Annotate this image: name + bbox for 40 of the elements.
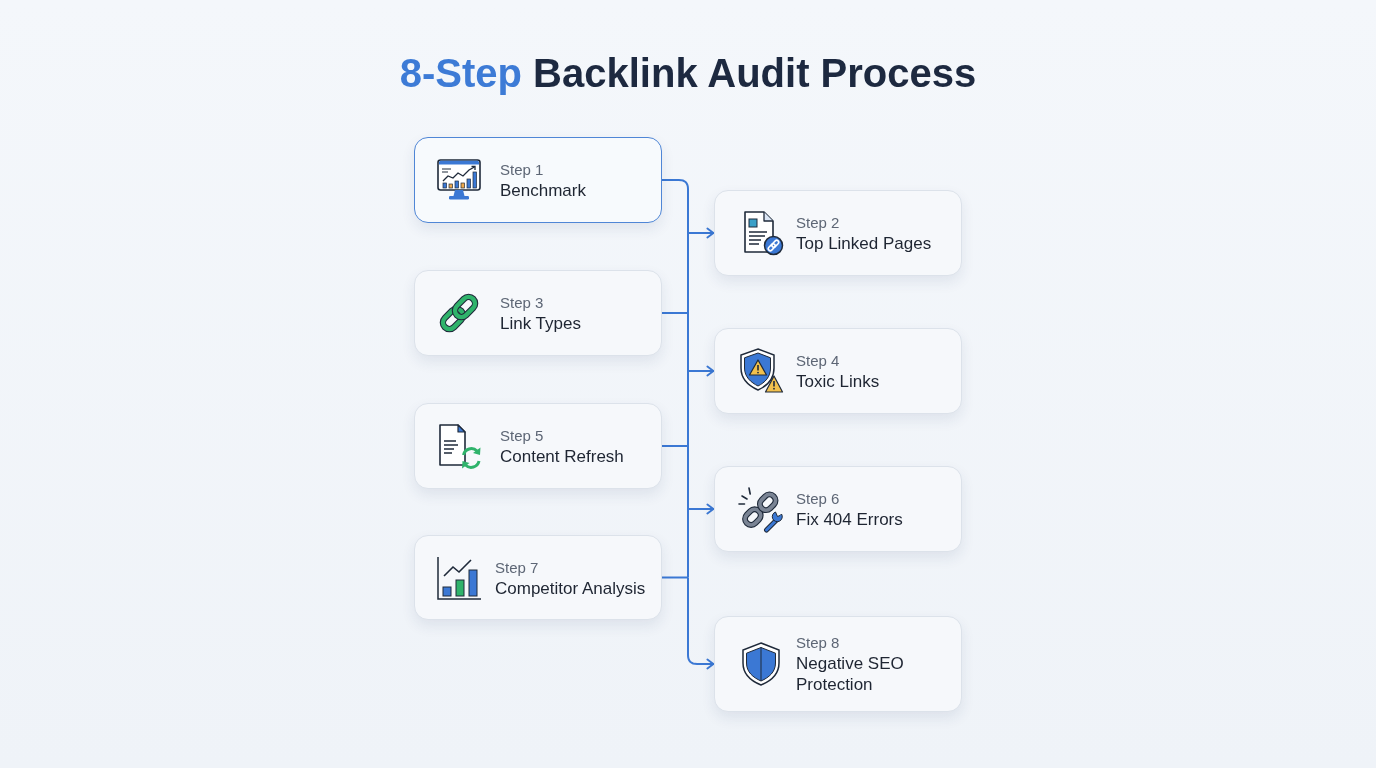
connector-line xyxy=(687,232,689,314)
step-title: Top Linked Pages xyxy=(796,232,932,254)
step-number: Step 5 xyxy=(500,425,544,446)
connector-line xyxy=(687,188,689,234)
connector-arrow xyxy=(687,654,715,670)
step-number: Step 2 xyxy=(796,212,840,233)
step-card xyxy=(414,137,662,223)
step-title: Toxic Links xyxy=(796,370,880,392)
connector-arrow xyxy=(687,227,715,239)
connector-line xyxy=(661,312,689,314)
step-number: Step 8 xyxy=(796,633,840,653)
connector-line xyxy=(687,576,689,656)
step-card xyxy=(714,616,962,712)
step-number: Step 3 xyxy=(500,292,544,313)
step-title: Content Refresh xyxy=(500,445,624,467)
step-title: Link Types xyxy=(500,312,581,334)
step-card xyxy=(414,270,662,356)
step-card xyxy=(414,535,662,620)
step-card xyxy=(714,190,962,276)
connector-line xyxy=(661,179,689,190)
step-title: Negative SEO Protection xyxy=(796,653,905,695)
step-title: Competitor Analysis xyxy=(495,577,646,598)
step-number: Step 6 xyxy=(796,488,840,509)
connector-line xyxy=(661,445,689,447)
connector-line xyxy=(687,508,689,579)
step-number: Step 1 xyxy=(500,159,544,180)
connector-line xyxy=(687,370,689,447)
connector-line xyxy=(687,312,689,372)
step-number: Step 7 xyxy=(495,557,539,577)
step-card xyxy=(714,466,962,552)
step-card xyxy=(414,403,662,489)
step-title: Fix 404 Errors xyxy=(796,508,903,530)
step-card xyxy=(714,328,962,414)
connector-arrow xyxy=(687,365,715,377)
step-number: Step 4 xyxy=(796,350,840,371)
connector-line xyxy=(687,445,689,510)
diagram-title: 8-Step Backlink Audit Process xyxy=(399,50,977,97)
step-title: Benchmark xyxy=(500,179,586,201)
connector-line xyxy=(661,576,689,579)
connector-arrow xyxy=(687,503,715,515)
